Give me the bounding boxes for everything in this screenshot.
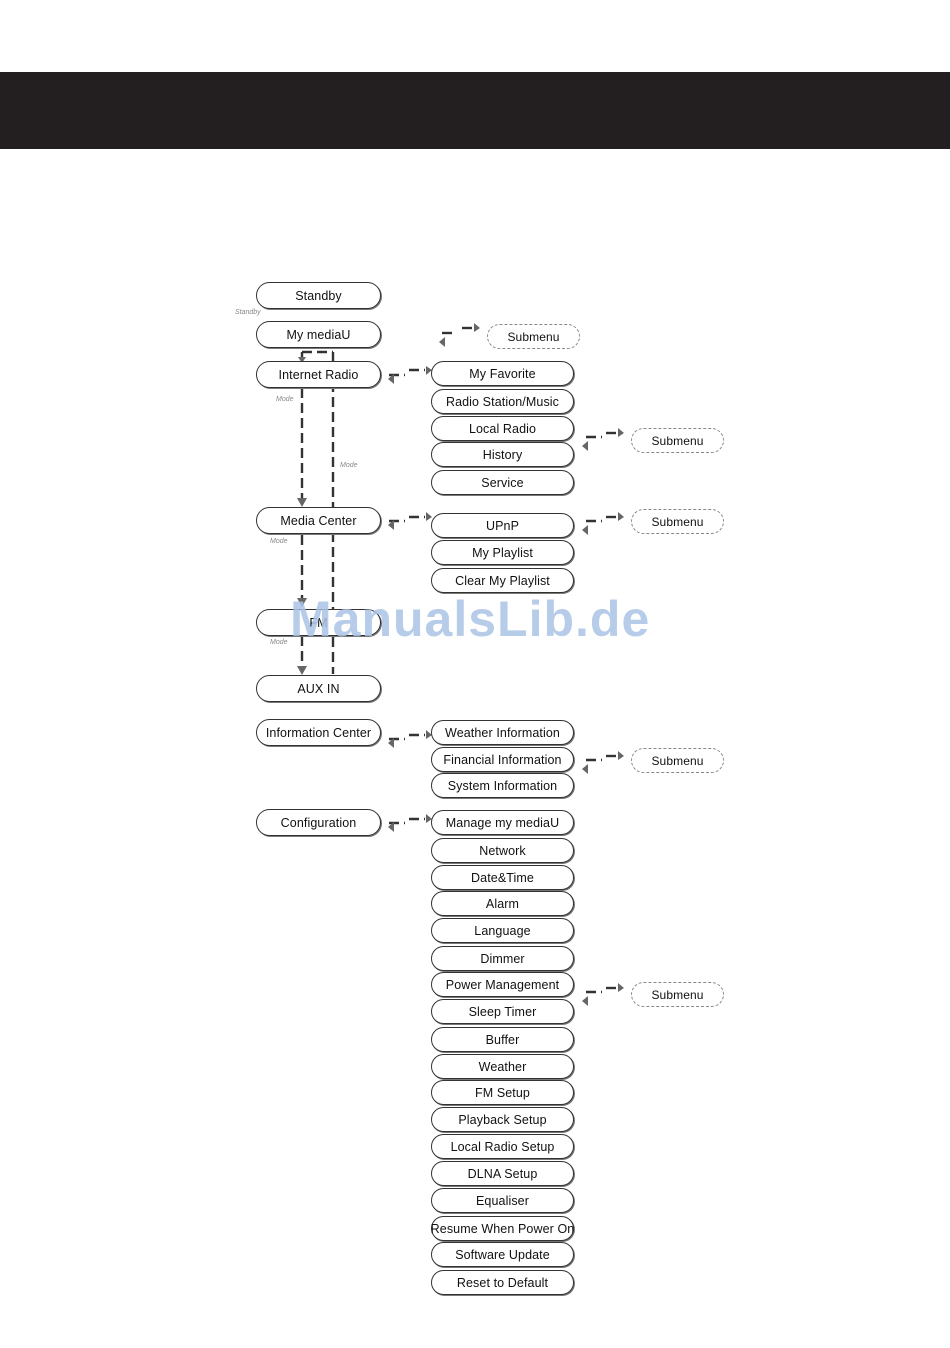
submenu-item-financial-information[interactable]: Financial Information xyxy=(431,747,574,772)
standby-caption: Standby xyxy=(235,309,261,316)
submenu-item-system-information[interactable]: System Information xyxy=(431,773,574,798)
config-item-fm-setup[interactable]: FM Setup xyxy=(431,1080,574,1105)
config-item-manage-my-mediau[interactable]: Manage my mediaU xyxy=(431,810,574,835)
submenu-item-service[interactable]: Service xyxy=(431,470,574,495)
menu-standby[interactable]: Standby xyxy=(256,282,381,309)
config-item-language[interactable]: Language xyxy=(431,918,574,943)
config-item-dimmer[interactable]: Dimmer xyxy=(431,946,574,971)
config-item-local-radio-setup[interactable]: Local Radio Setup xyxy=(431,1134,574,1159)
submenu-placeholder: Submenu xyxy=(631,982,724,1007)
submenu-placeholder: Submenu xyxy=(631,509,724,534)
submenu-item-my-playlist[interactable]: My Playlist xyxy=(431,540,574,565)
config-item-resume-when-power-on[interactable]: Resume When Power On xyxy=(431,1216,574,1241)
submenu-placeholder: Submenu xyxy=(631,748,724,773)
header-band xyxy=(0,72,950,149)
menu-internet-radio[interactable]: Internet Radio xyxy=(256,361,381,388)
mode-caption: Mode xyxy=(270,639,288,646)
submenu-item-history[interactable]: History xyxy=(431,442,574,467)
menu-fm[interactable]: FM xyxy=(256,609,381,636)
config-item-reset-to-default[interactable]: Reset to Default xyxy=(431,1270,574,1295)
submenu-item-radio-station-music[interactable]: Radio Station/Music xyxy=(431,389,574,414)
submenu-placeholder: Submenu xyxy=(487,324,580,349)
menu-media-center[interactable]: Media Center xyxy=(256,507,381,534)
config-item-network[interactable]: Network xyxy=(431,838,574,863)
config-item-weather[interactable]: Weather xyxy=(431,1054,574,1079)
config-item-equaliser[interactable]: Equaliser xyxy=(431,1188,574,1213)
config-item-software-update[interactable]: Software Update xyxy=(431,1242,574,1267)
config-item-dlna-setup[interactable]: DLNA Setup xyxy=(431,1161,574,1186)
config-item-buffer[interactable]: Buffer xyxy=(431,1027,574,1052)
menu-my-mediau[interactable]: My mediaU xyxy=(256,321,381,348)
submenu-item-my-favorite[interactable]: My Favorite xyxy=(431,361,574,386)
config-item-playback-setup[interactable]: Playback Setup xyxy=(431,1107,574,1132)
menu-configuration[interactable]: Configuration xyxy=(256,809,381,836)
submenu-item-clear-my-playlist[interactable]: Clear My Playlist xyxy=(431,568,574,593)
mode-caption: Mode xyxy=(270,538,288,545)
mode-caption: Mode xyxy=(340,462,358,469)
menu-information-center[interactable]: Information Center xyxy=(256,719,381,746)
watermark: ManualsLib.de xyxy=(290,591,651,647)
config-item-power-management[interactable]: Power Management xyxy=(431,972,574,997)
config-item-alarm[interactable]: Alarm xyxy=(431,891,574,916)
mode-caption: Mode xyxy=(276,396,294,403)
config-item-sleep-timer[interactable]: Sleep Timer xyxy=(431,999,574,1024)
submenu-item-local-radio[interactable]: Local Radio xyxy=(431,416,574,441)
submenu-placeholder: Submenu xyxy=(631,428,724,453)
config-item-date-time[interactable]: Date&Time xyxy=(431,865,574,890)
submenu-item-upnp[interactable]: UPnP xyxy=(431,513,574,538)
menu-aux-in[interactable]: AUX IN xyxy=(256,675,381,702)
submenu-item-weather-information[interactable]: Weather Information xyxy=(431,720,574,745)
